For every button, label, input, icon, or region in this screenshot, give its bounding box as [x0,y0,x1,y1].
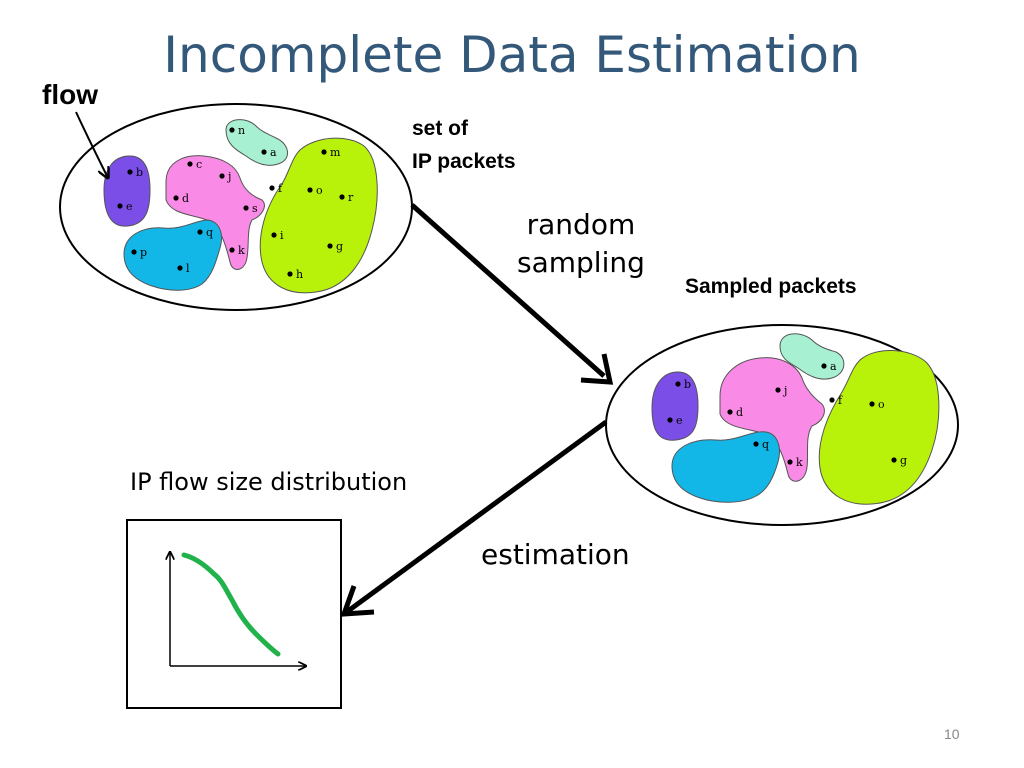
svg-text:d: d [182,192,189,205]
distribution-curve [181,552,281,657]
packet-r: r [339,191,354,204]
flow-blob-lime [259,137,378,294]
packet-k: k [787,456,803,469]
svg-text:h: h [296,268,303,281]
packet-a: a [261,146,277,159]
packet-j: j [775,384,787,397]
random-label: random [526,208,636,241]
svg-text:f: f [278,182,283,195]
packet-a: a [821,360,837,373]
ip-packets-set-label: set of IP packets [412,112,516,178]
random-sampling-label: random sampling [517,206,645,282]
svg-text:e: e [126,200,133,213]
packet-i: i [271,229,284,242]
svg-text:d: d [736,406,743,419]
flow-label: flow [42,79,98,110]
svg-text:j: j [782,384,787,397]
estimation-arrow [340,419,608,617]
packet-h: h [287,268,303,281]
packet-d: d [173,192,189,205]
page-number: 10 [944,726,960,742]
svg-text:q: q [206,226,213,239]
packet-s: s [243,202,258,215]
packet-p: p [131,246,147,259]
packet-b: b [127,166,143,179]
sampled-packet-set: a b e j d f o q k g [605,324,959,526]
svg-text:f: f [838,394,843,407]
estimation-label: estimation [481,538,630,571]
flow-blob-purple [651,371,699,441]
svg-text:g: g [336,240,343,253]
svg-text:l: l [186,262,190,275]
packet-e: e [667,414,683,427]
svg-text:k: k [238,244,245,257]
packet-g: g [327,240,343,253]
svg-text:n: n [238,124,245,137]
packet-o: o [869,398,885,411]
packet-o: o [307,184,323,197]
svg-text:s: s [252,202,258,215]
packet-k: k [229,244,245,257]
packet-b: b [675,378,691,391]
slide-title: Incomplete Data Estimation [163,26,861,84]
packet-d: d [727,406,743,419]
svg-text:o: o [878,398,885,411]
packet-c: c [187,158,202,171]
flow-size-distribution-label: IP flow size distribution [130,468,408,496]
svg-text:a: a [830,360,837,373]
flow-blob-mint [779,333,845,380]
set-of-label: set of [412,117,469,140]
svg-text:p: p [140,246,147,259]
flow-size-distribution-plot [126,519,342,709]
svg-text:m: m [330,146,341,159]
svg-text:e: e [676,414,683,427]
packet-g: g [891,454,907,467]
flow-blob-cyan [671,431,780,503]
flow-blob-cyan [123,219,222,291]
svg-text:k: k [796,456,803,469]
plot-frame [126,519,342,709]
packet-e: e [117,200,133,213]
flow-blob-purple [103,155,151,227]
svg-text:r: r [348,191,354,204]
flow-blob-lime [818,349,940,505]
packets-sampled: a b e j d f o q k g [667,360,907,469]
svg-text:i: i [280,229,284,242]
svg-text:b: b [136,166,143,179]
svg-text:g: g [900,454,907,467]
packet-m: m [321,146,341,159]
packets-original: n a b e c j d s k f m o r i g h q p l [117,124,354,281]
packet-f: f [829,394,843,407]
random-sampling-arrow [410,203,614,385]
flow-pointer-arrow [75,111,108,178]
sampled-packets-label: Sampled packets [685,275,857,298]
packet-l: l [177,262,190,275]
packet-j: j [219,170,231,183]
svg-text:q: q [762,438,769,451]
sampling-label: sampling [517,246,645,279]
packet-q: q [753,438,769,451]
ip-packets-label: IP packets [412,150,516,173]
packet-n: n [229,124,245,137]
original-packet-set: n a b e c j d s k f m o r i g h q p l [59,103,413,311]
svg-text:c: c [196,158,202,171]
svg-text:a: a [270,146,277,159]
packet-f: f [269,182,283,195]
flow-blob-mint [225,119,288,166]
svg-text:o: o [316,184,323,197]
svg-text:j: j [226,170,231,183]
svg-text:b: b [684,378,691,391]
packet-q: q [197,226,213,239]
